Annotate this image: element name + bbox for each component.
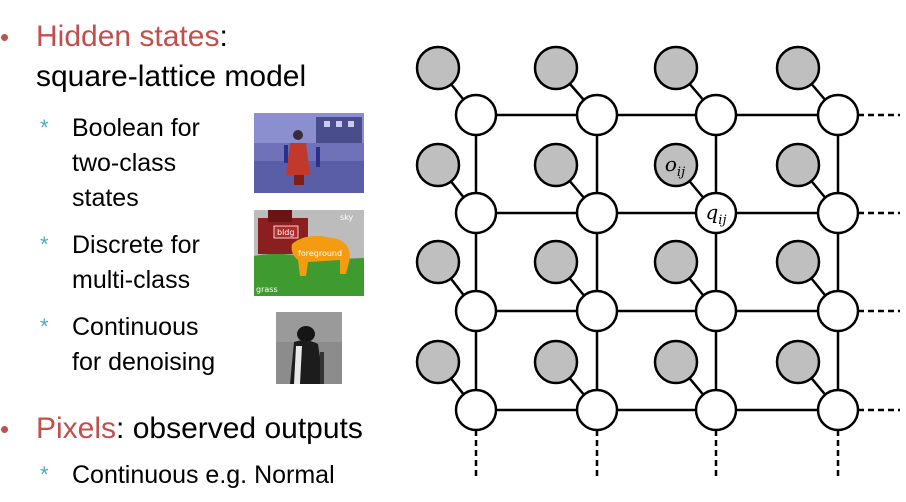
star-bullet: * (40, 232, 49, 257)
observed-node (775, 339, 821, 385)
bullet-dot: • (0, 414, 10, 444)
hidden-node (816, 93, 860, 137)
hidden-node (454, 191, 498, 235)
label-grass: grass (256, 285, 278, 294)
hidden-node (454, 93, 498, 137)
observed-node (415, 45, 461, 91)
label-bldg: bldg (277, 228, 294, 237)
observed-node (415, 339, 461, 385)
star-bullet: * (40, 115, 49, 140)
hidden-node (694, 191, 738, 235)
observed-node (653, 339, 699, 385)
hidden-node (816, 191, 860, 235)
hidden-node (575, 388, 619, 432)
observed-node (653, 45, 699, 91)
observed-node (653, 142, 699, 188)
hidden-states-heading: Hidden states (36, 20, 220, 53)
bullet-dot: • (0, 22, 10, 52)
observed-node (775, 45, 821, 91)
observed-node (533, 45, 579, 91)
hidden-node (816, 388, 860, 432)
boolean-segmentation-image (254, 113, 364, 193)
observed-node-label: oij (665, 152, 685, 180)
label-foreground: foreground (298, 249, 342, 258)
multiclass-segmentation-image: sky bldg foreground grass (254, 210, 364, 296)
hidden-node (575, 289, 619, 333)
hidden-node (575, 191, 619, 235)
hidden-node-label: qij (705, 200, 726, 228)
hidden-node (694, 388, 738, 432)
observed-node (653, 239, 699, 285)
star-bullet: * (40, 462, 49, 487)
observed-node (533, 239, 579, 285)
star-bullet: * (40, 314, 49, 339)
observed-node (415, 239, 461, 285)
hidden-node (694, 93, 738, 137)
observed-node (775, 142, 821, 188)
pixels-heading: Pixels (36, 412, 117, 445)
hidden-node (694, 289, 738, 333)
hidden-node (454, 289, 498, 333)
hidden-node (454, 388, 498, 432)
observed-node (533, 339, 579, 385)
hidden-node (575, 93, 619, 137)
denoising-image (276, 312, 342, 384)
hidden-node (816, 289, 860, 333)
observed-node (775, 239, 821, 285)
observed-node (415, 142, 461, 188)
label-sky: sky (340, 213, 354, 222)
observed-node (533, 142, 579, 188)
